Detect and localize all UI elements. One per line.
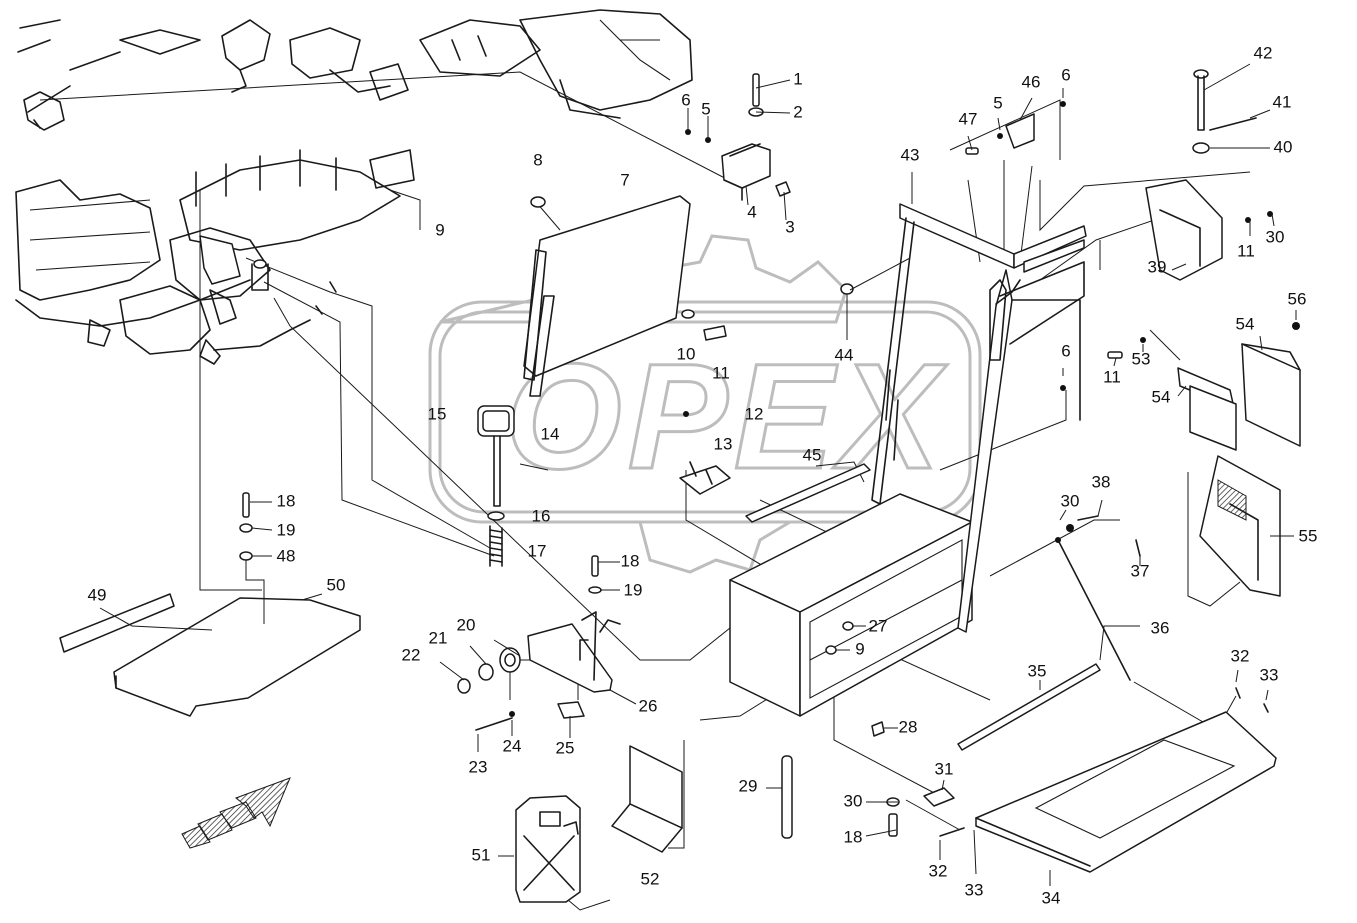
part-number-10: 10 xyxy=(677,344,696,363)
bearing-bracket xyxy=(439,555,637,752)
floor-plate xyxy=(59,492,361,717)
part-number-42: 42 xyxy=(1254,43,1273,62)
tray-and-rods xyxy=(865,499,1277,886)
part-number-21: 21 xyxy=(429,628,448,647)
part-number-56: 56 xyxy=(1288,289,1307,308)
hinge-pin xyxy=(1192,63,1271,154)
part-number-30: 30 xyxy=(1266,227,1285,246)
part-number-37: 37 xyxy=(1131,561,1150,580)
part-number-32: 32 xyxy=(1231,646,1250,665)
part-number-2: 2 xyxy=(793,102,802,121)
part-number-12: 12 xyxy=(745,404,764,423)
part-number-18: 18 xyxy=(277,491,296,510)
part-number-33: 33 xyxy=(965,880,984,899)
part-number-24: 24 xyxy=(503,736,522,755)
part-number-5: 5 xyxy=(701,99,710,118)
part-number-53: 53 xyxy=(1132,349,1151,368)
part-number-18: 18 xyxy=(621,551,640,570)
part-number-15: 15 xyxy=(428,404,447,423)
part-number-32: 32 xyxy=(929,861,948,880)
part-number-46: 46 xyxy=(1022,72,1041,91)
part-number-11: 11 xyxy=(1237,241,1255,260)
part-number-9: 9 xyxy=(855,639,864,658)
part-number-49: 49 xyxy=(88,585,107,604)
part-number-7: 7 xyxy=(620,170,629,189)
part-number-11: 11 xyxy=(712,363,730,382)
part-number-25: 25 xyxy=(556,738,575,757)
part-number-36: 36 xyxy=(1151,618,1170,637)
part-number-17: 17 xyxy=(528,541,547,560)
part-number-27: 27 xyxy=(869,616,888,635)
part-number-38: 38 xyxy=(1092,472,1111,491)
part-number-28: 28 xyxy=(899,717,918,736)
part-number-4: 4 xyxy=(747,202,756,221)
part-number-18: 18 xyxy=(844,827,863,846)
part-number-51: 51 xyxy=(472,845,491,864)
part-number-13: 13 xyxy=(714,434,733,453)
part-number-14: 14 xyxy=(541,424,560,443)
part-number-52: 52 xyxy=(641,869,660,888)
part-number-35: 35 xyxy=(1028,661,1047,680)
part-number-9: 9 xyxy=(435,220,444,239)
part-number-29: 29 xyxy=(739,776,758,795)
canister-and-bracket xyxy=(498,745,683,903)
part-number-47: 47 xyxy=(959,109,978,128)
part-number-45: 45 xyxy=(803,445,822,464)
bracket-assembly xyxy=(685,73,791,221)
part-number-5: 5 xyxy=(993,93,1002,112)
part-number-6: 6 xyxy=(681,90,690,109)
part-number-39: 39 xyxy=(1148,257,1167,276)
part-number-23: 23 xyxy=(469,757,488,776)
part-number-34: 34 xyxy=(1042,888,1061,907)
part-number-55: 55 xyxy=(1299,526,1318,545)
part-number-19: 19 xyxy=(277,520,296,539)
part-number-22: 22 xyxy=(402,645,421,664)
battery-box xyxy=(729,493,973,839)
part-number-40: 40 xyxy=(1274,137,1293,156)
chassis-frame xyxy=(15,9,693,365)
part-number-41: 41 xyxy=(1273,92,1292,111)
part-number-19: 19 xyxy=(624,580,643,599)
cover-panel xyxy=(477,195,731,567)
part-number-54: 54 xyxy=(1152,387,1171,406)
part-number-16: 16 xyxy=(532,506,551,525)
part-number-labels: 1234567891011121314151617181948504918192… xyxy=(88,43,1318,907)
part-number-1: 1 xyxy=(793,69,802,88)
part-number-31: 31 xyxy=(935,759,954,778)
part-number-30: 30 xyxy=(844,791,863,810)
part-number-20: 20 xyxy=(457,615,476,634)
part-number-6: 6 xyxy=(1061,65,1070,84)
part-number-8: 8 xyxy=(533,150,542,169)
support-frame xyxy=(745,88,1087,633)
direction-arrow-icon xyxy=(181,777,291,849)
part-number-50: 50 xyxy=(327,575,346,594)
part-number-6: 6 xyxy=(1061,341,1070,360)
part-number-3: 3 xyxy=(785,217,794,236)
part-number-11: 11 xyxy=(1103,367,1121,386)
part-number-48: 48 xyxy=(277,546,296,565)
part-number-30: 30 xyxy=(1061,491,1080,510)
part-number-33: 33 xyxy=(1260,665,1279,684)
part-number-44: 44 xyxy=(835,345,854,364)
part-number-43: 43 xyxy=(901,145,920,164)
part-number-26: 26 xyxy=(639,696,658,715)
part-number-54: 54 xyxy=(1236,314,1255,333)
mount-brackets xyxy=(1107,179,1301,597)
